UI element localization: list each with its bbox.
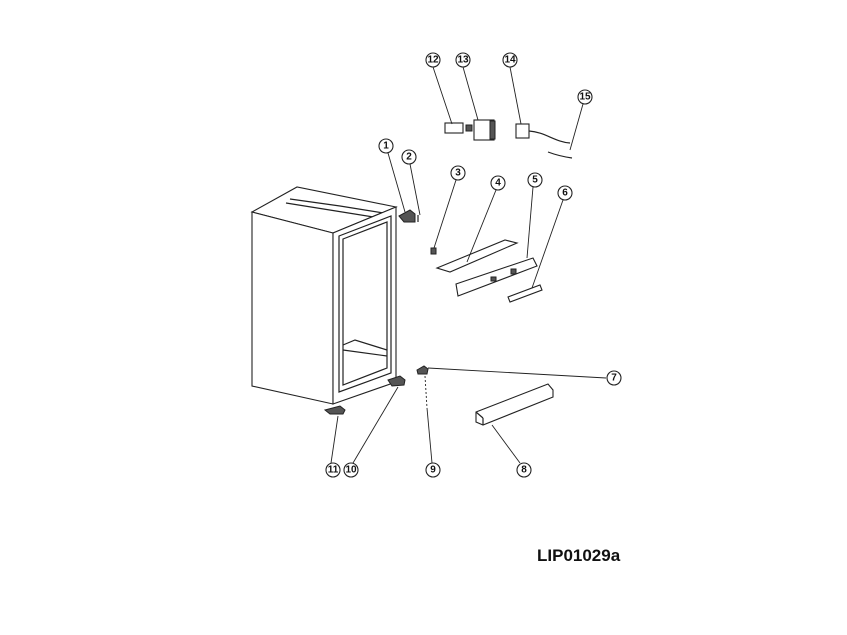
part-relay-and-overload — [444, 119, 496, 141]
svg-text:6: 6 — [562, 188, 568, 199]
svg-text:10: 10 — [345, 465, 357, 476]
callout-1: 1 — [378, 138, 394, 154]
part-power-cord — [515, 123, 573, 159]
diagram-code: LIP01029a — [537, 546, 621, 565]
svg-text:2: 2 — [406, 152, 412, 163]
callout-13: 13 — [455, 52, 471, 68]
svg-text:7: 7 — [611, 373, 617, 384]
callout-8: 8 — [516, 462, 532, 478]
part-foot-left — [323, 405, 346, 415]
svg-text:4: 4 — [495, 178, 501, 189]
svg-text:11: 11 — [328, 465, 339, 476]
callout-5: 5 — [527, 172, 543, 188]
svg-text:12: 12 — [427, 55, 439, 66]
callout-14: 14 — [502, 52, 518, 68]
part-control-board — [435, 239, 519, 273]
callout-10: 10 — [343, 462, 359, 478]
callout-9: 9 — [425, 462, 441, 478]
leader-lines — [330, 66, 607, 464]
callout-12: 12 — [425, 52, 441, 68]
callout-15: 15 — [577, 89, 593, 105]
callout-7: 7 — [606, 370, 622, 386]
part-control-panel — [455, 257, 538, 297]
svg-text:15: 15 — [579, 92, 591, 103]
part-door-bin — [475, 383, 554, 426]
callout-4: 4 — [490, 175, 506, 191]
svg-text:1: 1 — [383, 141, 389, 152]
part-clip — [430, 247, 437, 255]
svg-text:13: 13 — [457, 55, 469, 66]
part-label-strip — [507, 284, 543, 303]
svg-text:3: 3 — [455, 168, 461, 179]
callout-11: 11 — [325, 462, 341, 478]
part-foot-right — [387, 375, 406, 387]
part-lower-hinge — [416, 365, 429, 375]
callout-6: 6 — [557, 185, 573, 201]
part-top-hinge — [398, 209, 419, 223]
callout-3: 3 — [450, 165, 466, 181]
svg-text:8: 8 — [521, 465, 527, 476]
svg-text:14: 14 — [504, 55, 516, 66]
callout-2: 2 — [401, 149, 417, 165]
svg-text:9: 9 — [430, 465, 436, 476]
svg-text:5: 5 — [532, 175, 538, 186]
refrigerator-cabinet — [250, 186, 398, 405]
